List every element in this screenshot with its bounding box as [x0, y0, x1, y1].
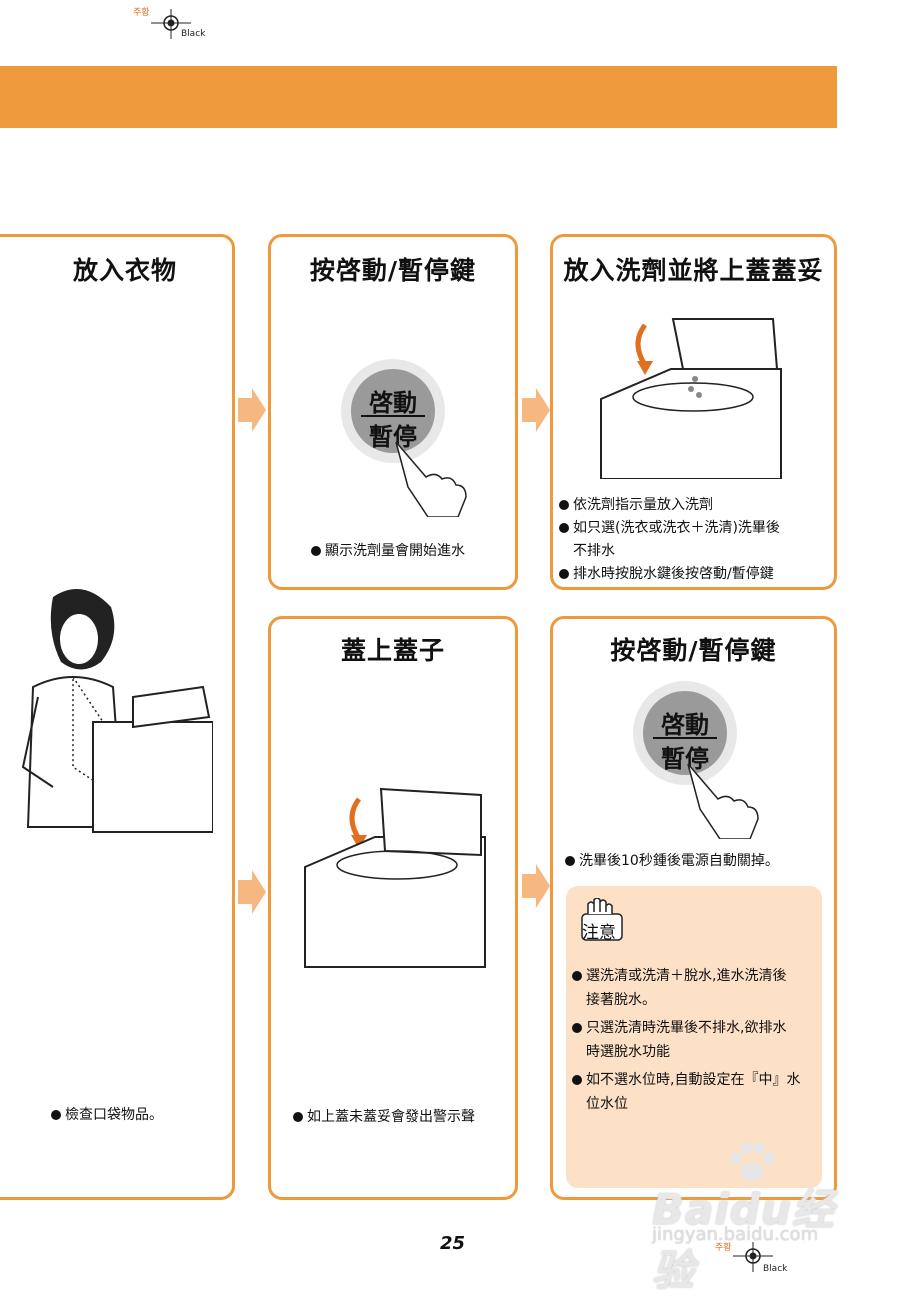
button-label-pause: 暫停: [661, 745, 709, 773]
panel-title: 按啓動/暫停鍵: [309, 256, 477, 285]
arrow-right-icon: [238, 870, 266, 914]
registration-color: Black: [763, 1264, 788, 1274]
panel-add-detergent: 放入洗劑並將上蓋蓋妥 依洗劑指示量放入洗劑 如只選(洗衣或洗衣＋洗清)洗畢後 不…: [550, 234, 837, 590]
header-banner: [0, 66, 837, 128]
panel-press-start: 按啓動/暫停鍵 啓動 暫停 顯示洗劑量會開始進水: [268, 234, 518, 590]
caution-item-continuation: 位水位: [586, 1096, 628, 1112]
arrow-right-icon: [522, 388, 550, 432]
bullet-item: 排水時按脫水鍵後按啓動/暫停鍵: [559, 562, 774, 586]
button-label-start: 啓動: [369, 389, 417, 417]
bullet-item: 如上蓋未蓋妥會發出警示聲: [293, 1105, 475, 1129]
panel-title: 放入洗劑並將上蓋蓋妥: [563, 256, 824, 285]
registration-label: 주황: [715, 1243, 732, 1253]
registration-color: Black: [181, 29, 206, 39]
crosshair-icon: [733, 1242, 773, 1272]
start-pause-button[interactable]: 啓動 暫停: [633, 681, 737, 785]
panel-title: 蓋上蓋子: [340, 636, 445, 665]
caution-item-continuation: 時選脫水功能: [586, 1044, 670, 1060]
registration-label: 주황: [133, 8, 150, 18]
watermark-url: jingyan.baidu.com: [652, 1224, 819, 1245]
bullet-item: 依洗劑指示量放入洗劑: [559, 493, 713, 517]
button-label-start: 啓動: [661, 711, 709, 739]
arrow-right-icon: [238, 388, 266, 432]
paw-logo-icon: [730, 1142, 775, 1181]
woman-loading-washer-illustration: [21, 589, 213, 833]
caution-item: 只選洗清時洗畢後不排水,欲排水: [572, 1016, 786, 1041]
caution-item: 選洗清或洗清＋脫水,進水洗清後: [572, 964, 786, 989]
registration-mark-top: 주황 Black: [133, 5, 213, 45]
washer-closing-lid-illustration: [304, 787, 486, 968]
caution-label: 注意: [582, 923, 616, 943]
caution-item-continuation: 接著脫水。: [586, 992, 656, 1008]
hand-pointer-icon: [395, 441, 467, 517]
caution-box: 注意 選洗清或洗清＋脫水,進水洗清後 接著脫水。 只選洗清時洗畢後不排水,欲排水…: [566, 886, 822, 1188]
page-number: 25: [440, 1233, 466, 1254]
panel-title: 放入衣物: [73, 256, 178, 285]
bullet-item: 洗畢後10秒鍾後電源自動關掉。: [565, 849, 779, 873]
watermark: Baidu经验 jingyan.baidu.com: [652, 1140, 872, 1295]
caution-hand-icon: [581, 898, 623, 941]
bullet-item: 檢查口袋物品。: [51, 1103, 163, 1127]
bullet-continuation: 不排水: [573, 543, 615, 559]
registration-mark-bottom: 주황 Black: [715, 1240, 795, 1280]
panel-title: 按啓動/暫停鍵: [610, 636, 777, 665]
panel-close-lid: 蓋上蓋子 如上蓋未蓋妥會發出警示聲: [268, 616, 518, 1200]
washer-detergent-illustration: [600, 318, 782, 479]
bullet-item: 如只選(洗衣或洗衣＋洗清)洗畢後: [559, 516, 780, 540]
panel-load-clothes: 放入衣物 檢查口袋物品。: [0, 234, 235, 1200]
caution-item: 如不選水位時,自動設定在『中』水: [572, 1068, 800, 1093]
hand-pointer-icon: [687, 763, 759, 839]
button-label-pause: 暫停: [369, 423, 417, 451]
start-pause-button[interactable]: 啓動 暫停: [341, 359, 445, 463]
crosshair-icon: [151, 9, 191, 39]
bullet-item: 顯示洗劑量會開始進水: [311, 539, 465, 563]
arrow-right-icon: [522, 864, 550, 908]
